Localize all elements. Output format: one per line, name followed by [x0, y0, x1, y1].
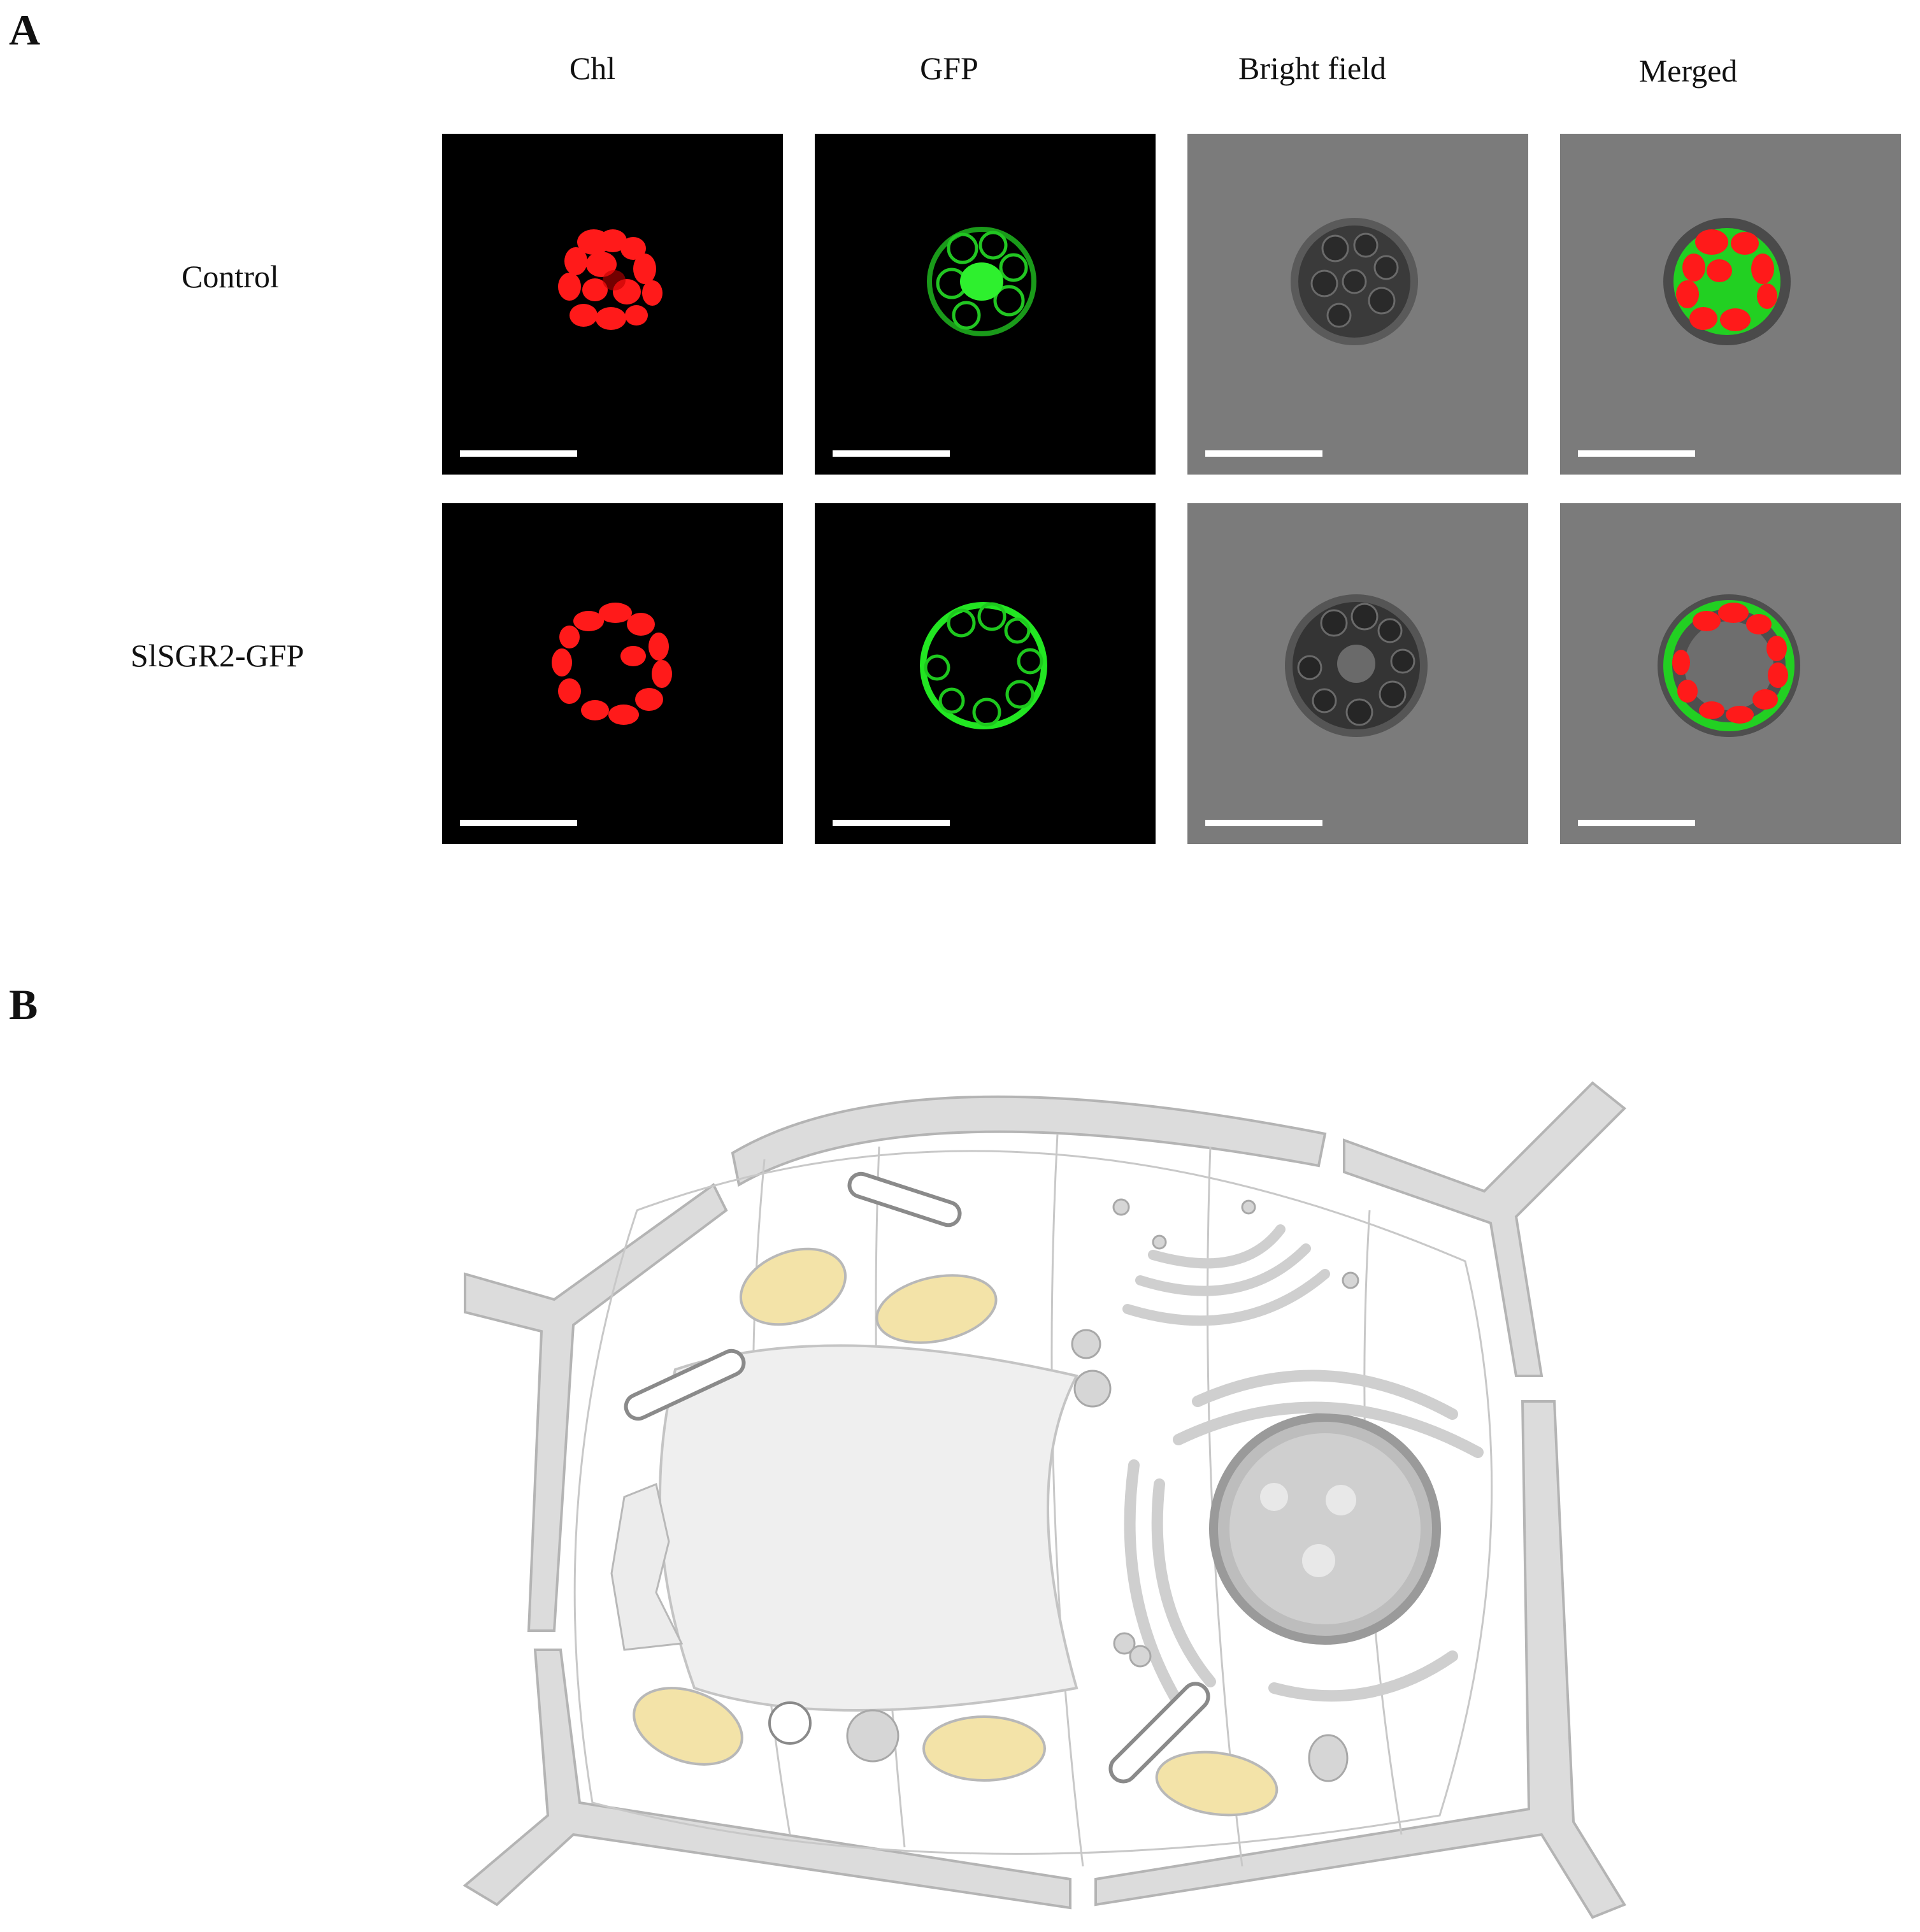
scale-bar — [1205, 820, 1322, 826]
micrograph-slsgr2-gfp — [815, 503, 1156, 844]
plant-cell-diagram — [462, 1081, 1626, 1919]
column-header-chl: Chl — [569, 50, 616, 86]
scale-bar — [833, 820, 950, 826]
scale-bar — [1205, 450, 1322, 457]
column-header-bright-field: Bright field — [1238, 50, 1386, 86]
micrograph-control-merged — [1560, 134, 1901, 475]
column-header-gfp: GFP — [920, 50, 978, 86]
scale-bar — [1578, 820, 1695, 826]
row-header-control: Control — [182, 259, 279, 294]
panel-a-letter: A — [9, 6, 41, 54]
scale-bar — [460, 820, 577, 826]
micrograph-control-bright-field — [1187, 134, 1528, 475]
micrograph-slsgr2-chl — [442, 503, 783, 844]
micrograph-control-chl — [442, 134, 783, 475]
vacuole — [659, 1344, 1078, 1712]
nucleus — [1209, 1413, 1441, 1645]
micrograph-control-gfp — [815, 134, 1156, 475]
scale-bar — [833, 450, 950, 457]
panel-b-letter: B — [9, 980, 38, 1029]
row-header-slsgr2-gfp: SlSGR2-GFP — [131, 638, 304, 673]
mitochondrion — [624, 1171, 1210, 1784]
scale-bar — [460, 450, 577, 457]
cell-wall — [462, 1081, 1626, 1919]
micrograph-slsgr2-bright-field — [1187, 503, 1528, 844]
micrograph-slsgr2-merged — [1560, 503, 1901, 844]
chloroplast — [633, 1247, 1279, 1817]
scale-bar — [1578, 450, 1695, 457]
column-header-merged: Merged — [1638, 53, 1738, 89]
